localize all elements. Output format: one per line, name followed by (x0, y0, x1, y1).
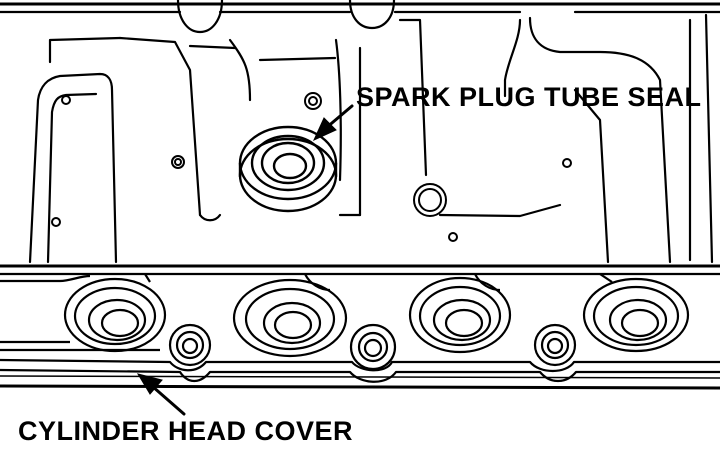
cylinder-head-cover-label: CYLINDER HEAD COVER (18, 416, 354, 446)
cover-bore-1 (63, 277, 167, 353)
cylinder-head-cover (0, 264, 720, 390)
spark-plug-tube-seal-label: SPARK PLUG TUBE SEAL (356, 82, 702, 112)
cover-arrowhead (136, 373, 163, 395)
bolt-holes (51, 92, 572, 242)
cover-leader-line (150, 384, 186, 416)
spark-seal-arrowhead (312, 117, 337, 142)
cover-bore-3 (408, 276, 512, 354)
spark-plug-tube-seal (238, 125, 338, 213)
cover-bore-2 (232, 278, 348, 358)
leader-arrows (136, 104, 354, 416)
cover-bore-4 (582, 277, 690, 353)
cover-bolt-boss-2 (349, 323, 397, 371)
cover-bolt-boss-1 (168, 323, 212, 367)
cylinder-head-casting (0, 0, 720, 264)
cover-bolt-boss-3 (533, 323, 577, 367)
